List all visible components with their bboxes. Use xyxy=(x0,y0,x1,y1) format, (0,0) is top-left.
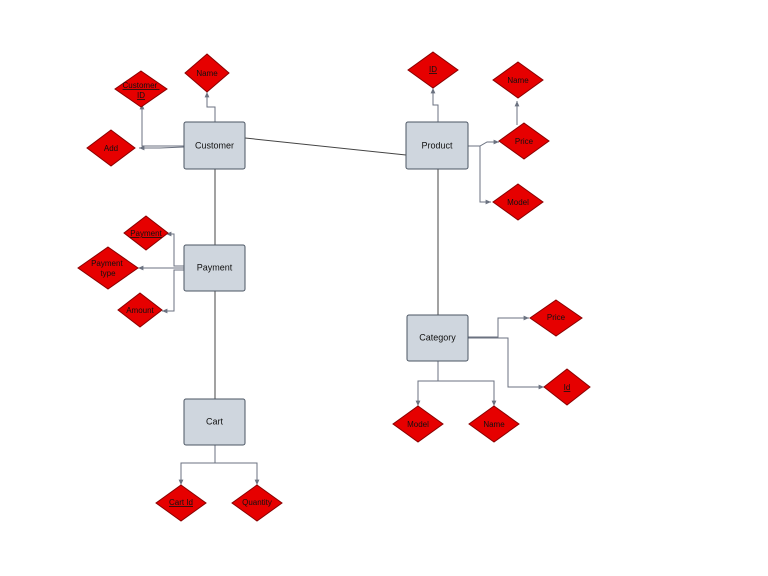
attribute-connectors xyxy=(138,88,544,485)
entity-customer[interactable]: Customer xyxy=(183,121,246,170)
entity-cart[interactable]: Cart xyxy=(183,398,246,446)
entity-product-label: Product xyxy=(421,140,453,150)
entity-payment[interactable]: Payment xyxy=(183,244,246,292)
entity-category[interactable]: Category xyxy=(406,314,469,362)
attr-category-price-label: Price xyxy=(547,313,566,322)
connector-category-price xyxy=(468,315,529,338)
attr-payment-payment[interactable]: Payment xyxy=(123,215,169,251)
entity-category-label: Category xyxy=(419,332,456,342)
connector-product-model xyxy=(479,146,491,205)
attr-category-model[interactable]: Model xyxy=(392,405,444,443)
connector-category-model xyxy=(415,361,439,406)
attr-product-price-label: Price xyxy=(515,137,534,146)
entity-payment-label: Payment xyxy=(197,262,233,272)
attr-cart-quantity-label: Quantity xyxy=(242,498,272,507)
attr-product-name-label: Name xyxy=(507,76,529,85)
connector-payment-amount xyxy=(162,269,184,314)
connector-category-name xyxy=(438,380,497,406)
connector-cart-quantity xyxy=(215,462,260,485)
connector-customer-name xyxy=(204,92,216,122)
attr-product-id[interactable]: ID xyxy=(407,51,459,89)
connector-customer-add xyxy=(139,145,185,151)
attr-customer-add-label: Add xyxy=(104,144,118,153)
attr-payment-payment-label: Payment xyxy=(130,229,162,238)
attr-customer-add[interactable]: Add xyxy=(86,129,136,167)
attr-category-name[interactable]: Name xyxy=(468,405,520,443)
entity-cart-label: Cart xyxy=(206,416,224,426)
connector-customer-id xyxy=(139,104,184,147)
attr-product-model-label: Model xyxy=(507,198,529,207)
attr-payment-amount[interactable]: Amount xyxy=(117,292,163,328)
attr-customer-name-label: Name xyxy=(196,69,218,78)
entity-product[interactable]: Product xyxy=(405,121,469,170)
attr-product-model[interactable]: Model xyxy=(492,183,544,221)
attr-cart-id[interactable]: Cart Id xyxy=(155,484,207,522)
attr-customer-name[interactable]: Name xyxy=(184,53,230,93)
attr-category-id[interactable]: Id xyxy=(543,368,591,406)
attr-cart-quantity[interactable]: Quantity xyxy=(231,484,283,522)
attr-product-id-label: ID xyxy=(429,65,437,74)
entity-customer-label: Customer xyxy=(195,140,234,150)
connector-category-id xyxy=(468,337,544,390)
attr-payment-type-label: Payment type xyxy=(91,259,125,278)
connector-product-price xyxy=(468,139,499,147)
edge-customer-product xyxy=(244,137,407,156)
connector-cart-id xyxy=(178,445,216,485)
attr-category-price[interactable]: Price xyxy=(529,299,583,337)
connector-product-id xyxy=(430,88,439,122)
relationship-lines xyxy=(214,137,439,399)
attr-category-id-label: Id xyxy=(564,383,571,392)
attr-payment-amount-label: Amount xyxy=(126,306,154,315)
attr-category-name-label: Name xyxy=(483,420,505,429)
connector-payment-payment xyxy=(166,231,184,267)
attr-product-name[interactable]: Name xyxy=(492,61,544,99)
attr-product-price[interactable]: Price xyxy=(498,122,550,160)
attr-customer-id-label: Customer ID xyxy=(123,81,160,100)
attr-cart-id-label: Cart Id xyxy=(169,498,193,507)
attr-payment-type[interactable]: Payment type xyxy=(77,246,139,290)
attr-customer-id[interactable]: Customer ID xyxy=(114,70,168,108)
attr-category-model-label: Model xyxy=(407,420,429,429)
